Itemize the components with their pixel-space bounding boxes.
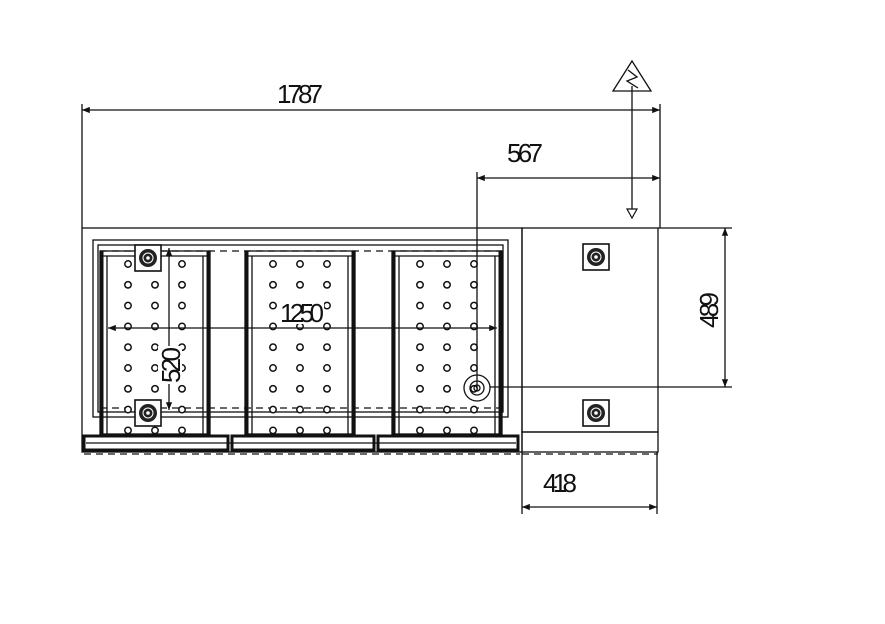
dimension-label: 1250: [280, 298, 324, 328]
mounting-hole: [416, 301, 424, 310]
mounting-hole: [269, 364, 277, 372]
mounting-hole: [323, 280, 331, 289]
compartment: [244, 250, 356, 435]
mounting-hole: [269, 384, 277, 393]
mounting-hole: [269, 405, 277, 414]
mounting-hole: [178, 426, 186, 435]
dimension-side-box-width: 418: [521, 452, 658, 514]
mounting-hole: [470, 426, 478, 435]
mounting-hole: [416, 405, 424, 414]
mounting-hole: [443, 384, 451, 393]
mounting-hole: [296, 426, 304, 435]
mounting-hole: [443, 343, 451, 352]
dimension-inner-depth: 520: [156, 248, 186, 410]
mounting-hole: [296, 280, 304, 289]
mounting-hole: [323, 384, 331, 393]
mounting-hole: [470, 405, 478, 414]
bottom-rails: [82, 434, 520, 455]
mounting-hole: [323, 301, 331, 310]
mounting-hole: [178, 384, 186, 393]
mounting-hole: [269, 260, 277, 268]
mounting-hole: [416, 280, 424, 289]
mounting-hole: [178, 301, 186, 310]
mounting-hole: [416, 384, 424, 393]
mounting-hole: [124, 384, 132, 393]
electrical-warning-triangle-icon: [611, 59, 653, 220]
mounting-hole: [269, 301, 277, 310]
mounting-hole: [470, 301, 478, 310]
mounting-hole: [124, 405, 132, 414]
mounting-hole: [124, 364, 132, 372]
mounting-hole: [269, 343, 277, 352]
connector-icon: [582, 399, 610, 427]
mounting-hole: [470, 260, 478, 268]
mounting-hole: [323, 364, 331, 372]
mounting-hole: [470, 280, 478, 289]
mounting-hole: [296, 364, 304, 372]
mounting-hole: [151, 384, 159, 393]
mounting-hole: [323, 260, 331, 268]
mounting-hole: [443, 364, 451, 372]
connectors: [134, 243, 610, 427]
dimension-label: 1787: [277, 79, 323, 109]
unit-body: [81, 227, 659, 455]
mounting-hole: [470, 343, 478, 352]
mounting-hole: [178, 405, 186, 414]
connector-icon: [582, 243, 610, 271]
mounting-hole: [323, 426, 331, 435]
mounting-hole: [124, 301, 132, 310]
mounting-hole: [416, 364, 424, 372]
mounting-hole: [296, 405, 304, 414]
mounting-hole: [443, 280, 451, 289]
dimension-label: 489: [694, 292, 724, 328]
mounting-hole: [443, 426, 451, 435]
inner-frame: [92, 239, 509, 418]
dimension-inner-length: 1250: [108, 298, 497, 332]
mounting-hole: [269, 426, 277, 435]
mounting-hole: [178, 260, 186, 268]
connector-icon: [134, 244, 162, 272]
dimension-overall-length: 1787: [81, 79, 661, 228]
mounting-hole: [323, 405, 331, 414]
mounting-hole: [178, 280, 186, 289]
mounting-hole: [323, 343, 331, 352]
mounting-hole: [443, 301, 451, 310]
dimension-side-box-depth: 489: [490, 227, 732, 388]
mounting-hole: [296, 343, 304, 352]
mounting-hole: [269, 280, 277, 289]
dimension-label: 418: [543, 468, 577, 498]
side-box-base: [521, 431, 659, 453]
mounting-hole: [124, 260, 132, 268]
mounting-hole: [151, 280, 159, 289]
mounting-hole: [443, 260, 451, 268]
mounting-hole: [151, 426, 159, 435]
mounting-hole: [470, 364, 478, 372]
connector-icon: [134, 399, 162, 427]
mounting-hole: [443, 405, 451, 414]
mounting-hole: [296, 260, 304, 268]
mounting-hole: [151, 301, 159, 310]
compartment: [391, 250, 503, 435]
mounting-hole: [416, 426, 424, 435]
dimension-label: 567: [507, 138, 543, 168]
dimension-drain-offset: 567: [476, 138, 660, 388]
mounting-hole: [124, 343, 132, 352]
mounting-hole: [124, 426, 132, 435]
mounting-hole: [296, 384, 304, 393]
mounting-hole: [416, 343, 424, 352]
mounting-hole: [124, 280, 132, 289]
mounting-hole: [416, 260, 424, 268]
dimension-label: 520: [156, 347, 186, 383]
